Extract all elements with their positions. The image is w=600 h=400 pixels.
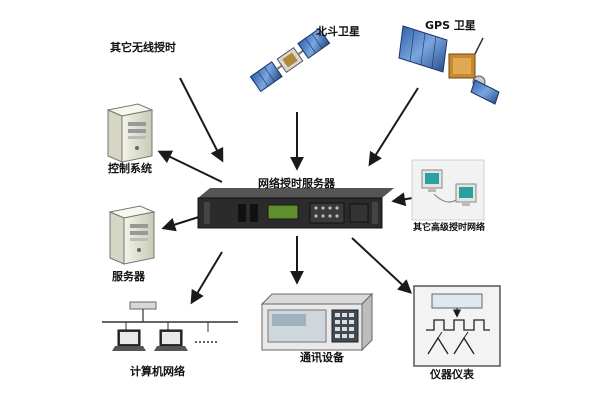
network-hub-icon: [129, 301, 157, 310]
label-comm-equipment: 通讯设备: [300, 351, 344, 364]
other-network-computers-icon: [411, 159, 485, 221]
beidou-satellite-icon: [249, 27, 331, 93]
label-ntp-server: 网络授时服务器: [258, 177, 335, 190]
label-instrument: 仪器仪表: [430, 368, 474, 381]
arrows: [157, 77, 426, 305]
label-other-wireless: 其它无线授时: [110, 41, 176, 54]
label-server: 服务器: [112, 270, 145, 283]
laptop-icon: [112, 329, 146, 351]
computer-network-icon: [102, 301, 238, 351]
arrow-gps: [368, 87, 419, 167]
arrow-other-wireless: [179, 77, 224, 163]
arrow-to-control: [157, 150, 223, 183]
server-tower-icon: [108, 205, 156, 265]
label-beidou: 北斗卫星: [316, 25, 360, 38]
arrow-to-server: [161, 215, 203, 232]
label-computer-network: 计算机网络: [130, 365, 185, 378]
ellipsis-icon: [195, 341, 217, 343]
gps-satellite-icon: [398, 25, 500, 105]
laptop-icon: [154, 329, 188, 351]
label-other-network: 其它高级授时网络: [413, 223, 486, 233]
comm-equipment-device-icon: [260, 292, 374, 352]
instrument-oscilloscope-icon: [413, 285, 501, 367]
arrow-to-computers: [190, 251, 223, 305]
arrow-to-instrument: [351, 237, 413, 294]
control-system-server-tower-icon: [106, 103, 154, 163]
ntp-rack-server-icon: [197, 188, 394, 229]
label-control-system: 控制系统: [108, 162, 152, 175]
label-gps: GPS 卫星: [425, 19, 476, 32]
